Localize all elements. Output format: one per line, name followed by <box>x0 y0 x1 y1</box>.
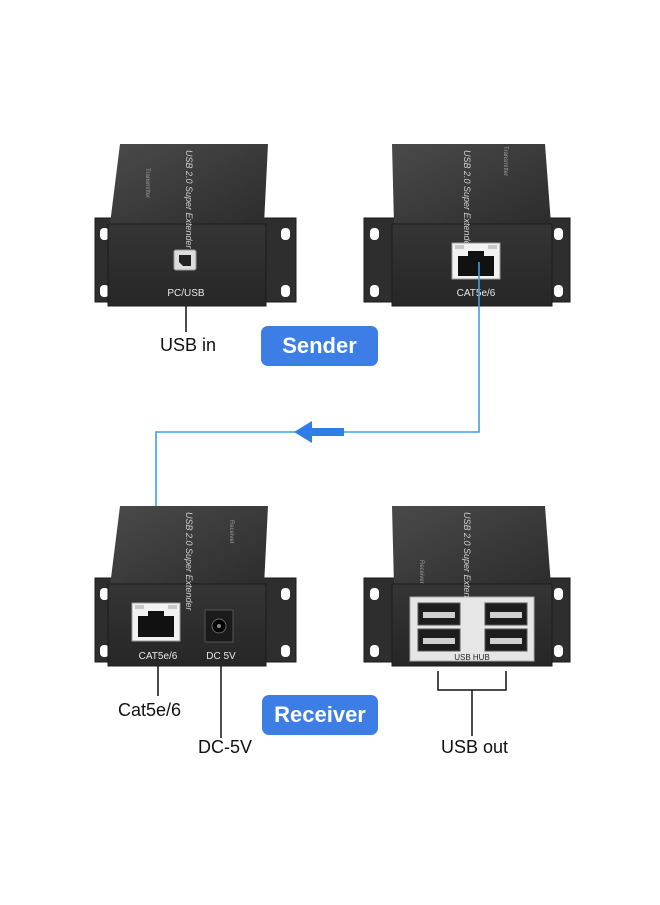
bracket-hole <box>281 645 290 657</box>
bracket-hole <box>370 228 379 240</box>
device-top-face <box>110 144 268 224</box>
sender-cat-port-label: CAT5e/6 <box>457 288 496 299</box>
usb-out-bracket-line <box>437 671 507 736</box>
bracket-hole <box>281 285 290 297</box>
bracket-hole <box>370 285 379 297</box>
bracket-hole <box>100 285 109 297</box>
rj45-led <box>168 605 177 609</box>
bracket-hole <box>554 588 563 600</box>
device-top-face <box>392 506 551 586</box>
usb-a-tongue <box>423 638 455 644</box>
cat-cable-label: Cat5e/6 <box>118 700 182 720</box>
device-side-text: Receiver <box>228 520 234 544</box>
rj45-led <box>455 245 464 249</box>
receiver-unit-usb-hub: USB 2.0 Super Extender Receiver USB HUB <box>363 506 571 667</box>
bracket-hole <box>370 645 379 657</box>
usb-b-port-socket <box>179 255 191 266</box>
bracket-hole <box>100 645 109 657</box>
receiver-cat-port-label: CAT5e/6 <box>139 651 178 662</box>
sender-unit-usb: USB 2.0 Super Extender Transmitter PC/US… <box>94 144 297 307</box>
bracket-hole <box>100 588 109 600</box>
rj45-led <box>488 245 497 249</box>
device-top-face <box>110 506 268 586</box>
bracket-hole <box>554 228 563 240</box>
rj45-socket <box>138 611 174 637</box>
usb-in-label: USB in <box>160 335 217 355</box>
direction-arrow-icon <box>294 421 344 443</box>
bracket-hole <box>281 228 290 240</box>
device-top-text: USB 2.0 Super Extender <box>184 512 194 612</box>
device-top-text: USB 2.0 Super Extender <box>462 150 472 250</box>
bracket-hole <box>281 588 290 600</box>
device-top-text: USB 2.0 Super Extender <box>462 512 472 612</box>
dc-jack-pin <box>217 624 221 628</box>
bracket-hole <box>100 228 109 240</box>
sender-badge: Sender <box>261 326 378 366</box>
device-side-text: Transmitter <box>144 168 150 198</box>
dc-port-label: DC 5V <box>206 651 236 662</box>
usb-a-tongue <box>490 638 522 644</box>
device-top-text: USB 2.0 Super Extender <box>184 150 194 250</box>
receiver-badge: Receiver <box>262 695 378 735</box>
rj45-socket <box>458 251 494 276</box>
bracket-hole <box>370 588 379 600</box>
receiver-unit-rj45: USB 2.0 Super Extender Receiver CAT5e/6 … <box>94 506 297 667</box>
usb-hub-label: USB HUB <box>454 653 490 662</box>
usb-a-tongue <box>423 612 455 618</box>
usb-out-label: USB out <box>441 737 509 757</box>
bracket-hole <box>554 285 563 297</box>
sender-unit-rj45: USB 2.0 Super Extender Transmitter CAT5e… <box>363 144 571 307</box>
rj45-led <box>135 605 144 609</box>
device-side-text: Receiver <box>418 560 424 584</box>
pc-usb-port-label: PC/USB <box>167 288 205 299</box>
device-front-face <box>107 583 267 667</box>
device-side-text: Transmitter <box>502 146 508 176</box>
dc-power-label: DC-5V <box>198 737 253 757</box>
device-top-face <box>392 144 551 224</box>
usb-a-tongue <box>490 612 522 618</box>
bracket-hole <box>554 645 563 657</box>
